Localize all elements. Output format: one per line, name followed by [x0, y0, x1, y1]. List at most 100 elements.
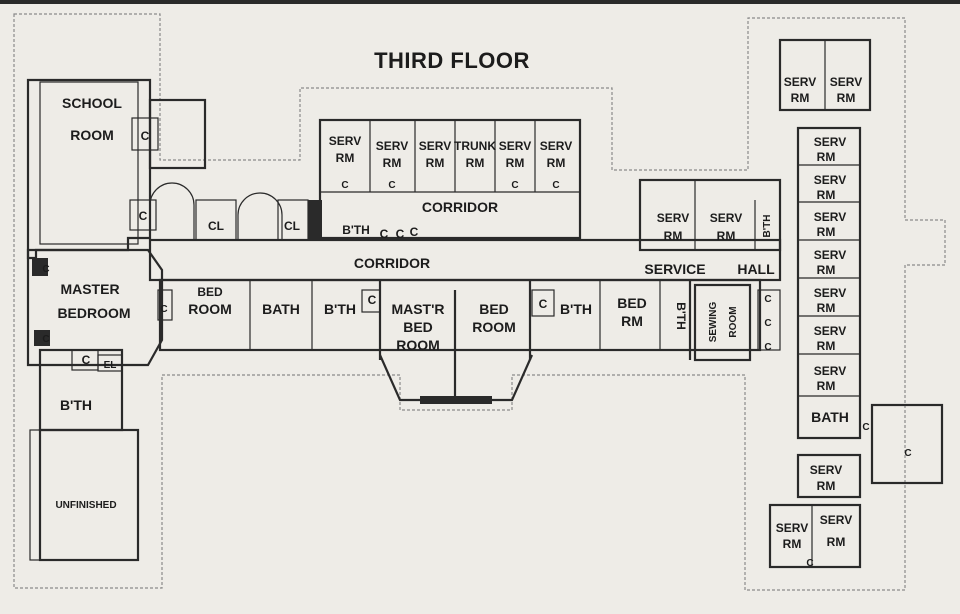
label-corridor-upper: CORRIDOR	[422, 199, 498, 215]
label-bed-rm-rm: RM	[621, 313, 643, 329]
label-room-2: ROOM	[472, 319, 516, 335]
stair-block	[148, 98, 207, 170]
el-closet	[97, 354, 123, 372]
master-bedroom-walls	[26, 248, 164, 367]
top-border	[0, 0, 960, 4]
label-rm-b1: RM	[783, 537, 802, 551]
label-c-r3: C	[764, 342, 771, 353]
label-c-stair-r: C	[904, 448, 911, 459]
right-stair	[870, 403, 944, 485]
label-c-br: C	[862, 422, 869, 433]
label-c-upper-2: C	[396, 227, 405, 241]
wall-mark-1	[308, 200, 322, 240]
label-sewing: SEWING	[708, 302, 719, 343]
mb-closet-mark-2	[34, 330, 50, 346]
label-trunk-rm: RM	[466, 156, 485, 170]
label-el: EL	[104, 360, 117, 371]
label-serv-3: SERV	[419, 139, 451, 153]
unfinished-walls	[38, 428, 140, 562]
label-c-mb-1: C	[42, 264, 49, 275]
label-sewing-room: ROOM	[728, 306, 739, 337]
label-school-room: ROOM	[70, 127, 114, 143]
label-bth-lower-2: B'TH	[560, 301, 592, 317]
label-rm-c1: RM	[817, 150, 836, 164]
label-hall: HALL	[737, 261, 775, 277]
mb-closet-mark	[32, 258, 48, 276]
stair-arch-left	[149, 182, 195, 240]
upper-serv-block	[318, 118, 582, 240]
label-service: SERVICE	[644, 261, 705, 277]
label-rm-r1: RM	[664, 229, 683, 243]
label-serv-c5: SERV	[814, 286, 846, 300]
label-c-bed: C	[160, 304, 167, 315]
label-serv-b1: SERV	[776, 521, 808, 535]
label-serv-r1: SERV	[657, 211, 689, 225]
label-c-u1: C	[341, 180, 348, 191]
label-rm-3: RM	[426, 156, 445, 170]
c-closet-1	[361, 289, 381, 313]
label-c-bottom: C	[806, 558, 813, 569]
lower-rooms-row	[158, 278, 762, 352]
label-rm-c5: RM	[817, 301, 836, 315]
label-bed-2: BED	[479, 301, 509, 317]
label-rm-c2: RM	[817, 188, 836, 202]
label-c-r2: C	[764, 318, 771, 329]
label-serv-lr: SERV	[810, 463, 842, 477]
label-mastr-room: ROOM	[396, 337, 440, 353]
label-serv-c3: SERV	[814, 210, 846, 224]
label-serv-1: SERV	[329, 134, 361, 148]
label-serv-tr2: SERV	[830, 75, 862, 89]
label-serv-c1: SERV	[814, 135, 846, 149]
label-rm-c7: RM	[817, 379, 836, 393]
bottom-right-serv	[768, 503, 862, 569]
sewing-room-walls	[693, 283, 752, 362]
label-bed-rm: BED	[617, 295, 647, 311]
label-c-left: C	[82, 353, 91, 367]
label-bth-upper: B'TH	[342, 223, 370, 237]
label-c-school: C	[141, 129, 150, 143]
label-serv-c6: SERV	[814, 324, 846, 338]
label-school: SCHOOL	[62, 95, 122, 111]
bay-sill	[420, 396, 492, 404]
label-c-mb-2: C	[42, 334, 49, 345]
label-serv-4: SERV	[499, 139, 531, 153]
label-master: MASTER	[60, 281, 119, 297]
label-serv-c2: SERV	[814, 173, 846, 187]
label-c-u3: C	[511, 180, 518, 191]
label-bth-right: B'TH	[762, 215, 773, 238]
c-closet-3	[157, 289, 173, 321]
label-c-center: C	[368, 293, 377, 307]
c-closet-2	[531, 289, 555, 317]
label-bath-center: BATH	[262, 301, 300, 317]
label-rm-2: RM	[383, 156, 402, 170]
label-rm-b2: RM	[827, 535, 846, 549]
label-rm-c3: RM	[817, 225, 836, 239]
label-rm-4: RM	[506, 156, 525, 170]
label-unfinished: UNFINISHED	[55, 500, 116, 511]
school-room-outline	[39, 81, 139, 245]
label-corridor-main: CORRIDOR	[354, 255, 430, 271]
label-rm-lr: RM	[817, 479, 836, 493]
label-bth-center: B'TH	[324, 301, 356, 317]
label-serv-tr1: SERV	[784, 75, 816, 89]
label-c-upper-1: C	[380, 227, 389, 241]
label-serv-r2: SERV	[710, 211, 742, 225]
closet-left	[129, 199, 157, 231]
label-master-bedroom: BEDROOM	[57, 305, 130, 321]
label-c-stair: C	[139, 209, 148, 223]
label-mastr-bed: BED	[403, 319, 433, 335]
label-serv-5: SERV	[540, 139, 572, 153]
lower-right-serv	[796, 453, 862, 499]
label-bath-right: BATH	[811, 409, 849, 425]
right-c-closets	[757, 289, 781, 351]
label-serv-c7: SERV	[814, 364, 846, 378]
school-closet	[131, 117, 159, 151]
label-mastr: MAST'R	[391, 301, 444, 317]
stair-arch-right	[237, 192, 283, 240]
label-bth-vert: B'TH	[674, 302, 688, 330]
label-serv-2: SERV	[376, 139, 408, 153]
label-rm-5: RM	[547, 156, 566, 170]
label-bth-left: B'TH	[60, 397, 92, 413]
label-bed: BED	[197, 285, 223, 299]
